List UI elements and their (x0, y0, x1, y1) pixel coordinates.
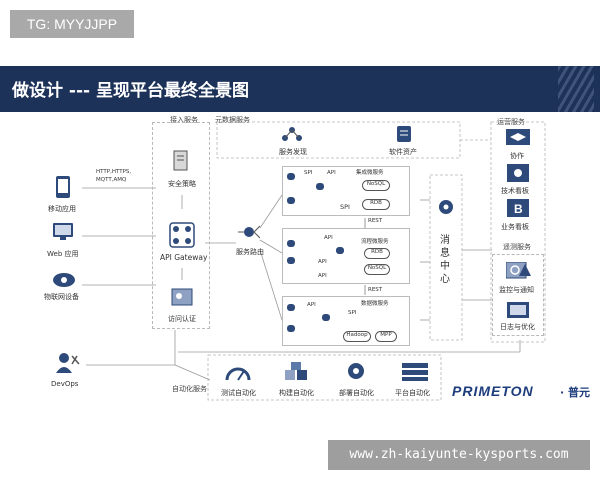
telemetry-container (492, 254, 544, 336)
integration-rest: REST (368, 218, 383, 224)
software-assets-icon (397, 126, 411, 142)
monitor-notify-icon (506, 262, 531, 279)
integration-rdb-db: RDB (362, 199, 390, 210)
flow-microservice-box (282, 228, 410, 284)
access-section-label: 接入服务 (170, 116, 198, 124)
integration-api: API (327, 170, 336, 176)
flow-nosql-db: NoSQL (364, 264, 390, 275)
message-center-label: 消 息 中 心 (440, 234, 450, 286)
access-auth-icon (171, 288, 193, 306)
iot-cloud-icon (53, 273, 75, 287)
iot-device-label: 物联网设备 (44, 293, 79, 301)
security-policy-icon (173, 150, 188, 171)
web-app-icon (53, 223, 73, 240)
platform-automation-label: 平台自动化 (395, 389, 430, 397)
integration-nosql-db: NoSQL (362, 180, 390, 191)
flow-rest: REST (368, 287, 383, 293)
devops-user-icon (56, 353, 80, 373)
business-board-icon: B (507, 199, 529, 217)
business-board-label: 业务看板 (501, 223, 529, 231)
devops-label: DevOps (51, 380, 79, 388)
monitor-notify-label: 监控与通知 (499, 286, 534, 294)
title-banner: 做设计 --- 呈现平台最终全景图 (0, 66, 600, 112)
logs-optimize-icon (507, 302, 529, 318)
data-title: 数据微服务 (361, 301, 389, 307)
watermark: www.zh-kaiyunte-kysports.com (328, 440, 590, 470)
integration-spi-label: SPI (340, 203, 350, 211)
message-char: 消 (440, 235, 450, 246)
build-automation-label: 构建自动化 (279, 389, 314, 397)
message-char: 心 (440, 274, 450, 285)
tech-board-label: 技术看板 (501, 187, 529, 195)
deploy-automation-label: 部署自动化 (339, 389, 374, 397)
access-auth-label: 访问认证 (168, 315, 196, 323)
data-mpp-db: MPP (375, 331, 397, 342)
primeton-logo-cn: · 普元 (560, 386, 591, 399)
data-node (287, 325, 295, 332)
metadata-section-label: 元数据服务 (215, 116, 250, 124)
flow-title: 流程微服务 (361, 239, 389, 245)
svg-text:B: B (514, 202, 523, 216)
platform-automation-icon (402, 363, 428, 381)
data-node (322, 314, 330, 321)
deploy-automation-icon (348, 363, 364, 379)
logs-optimize-label: 日志与优化 (500, 323, 535, 331)
mobile-phone-icon (56, 176, 70, 198)
data-spi: SPI (348, 310, 357, 316)
telemetry-section-label: 遥测服务 (503, 243, 531, 251)
message-char: 中 (440, 261, 450, 272)
security-policy-label: 安全策略 (168, 180, 196, 188)
message-center-icon (439, 200, 453, 214)
message-char: 息 (440, 248, 450, 259)
test-automation-label: 测试自动化 (221, 389, 256, 397)
service-discovery-label: 服务发现 (279, 148, 307, 156)
service-discovery-icon (282, 127, 302, 141)
page-title: 做设计 --- 呈现平台最终全景图 (12, 81, 250, 101)
flow-node (287, 257, 295, 264)
tech-board-icon (507, 164, 529, 182)
software-assets-label: 软件资产 (389, 148, 417, 156)
flow-rdb-db: RDB (364, 248, 390, 259)
integration-node (287, 173, 295, 180)
access-container (152, 122, 210, 329)
api-gateway-icon (169, 222, 195, 248)
service-routing-icon (238, 225, 260, 239)
flow-node (336, 247, 344, 254)
api-gateway-label: API Gateway (160, 253, 208, 262)
integration-node (316, 183, 324, 190)
integration-spi: SPI (304, 170, 313, 176)
tag-label: TG: MYYJJPP (10, 10, 134, 38)
test-automation-icon (225, 367, 251, 381)
flow-api-3: API (318, 273, 327, 279)
collaboration-label: 协作 (510, 152, 524, 160)
collaboration-icon (506, 129, 530, 145)
data-api: API (307, 302, 316, 308)
protocol-label: HTTP,HTTPS, MQTT,AMQ (96, 169, 132, 183)
mobile-app-label: 移动应用 (48, 205, 76, 213)
integration-title: 集成微服务 (356, 170, 384, 176)
flow-node (287, 240, 295, 247)
flow-api-2: API (318, 259, 327, 265)
web-app-label: Web 应用 (47, 250, 79, 258)
build-automation-icon (285, 362, 307, 380)
service-routing-label: 服务路由 (236, 248, 264, 256)
banner-decoration (558, 66, 594, 112)
data-node (287, 304, 295, 311)
automation-section-label: 自动化服务 (172, 385, 207, 393)
primeton-logo: PRIMETON (452, 383, 534, 399)
data-hadoop-db: Hadoop (343, 331, 371, 342)
flow-api-1: API (324, 235, 333, 241)
integration-node (287, 197, 295, 204)
